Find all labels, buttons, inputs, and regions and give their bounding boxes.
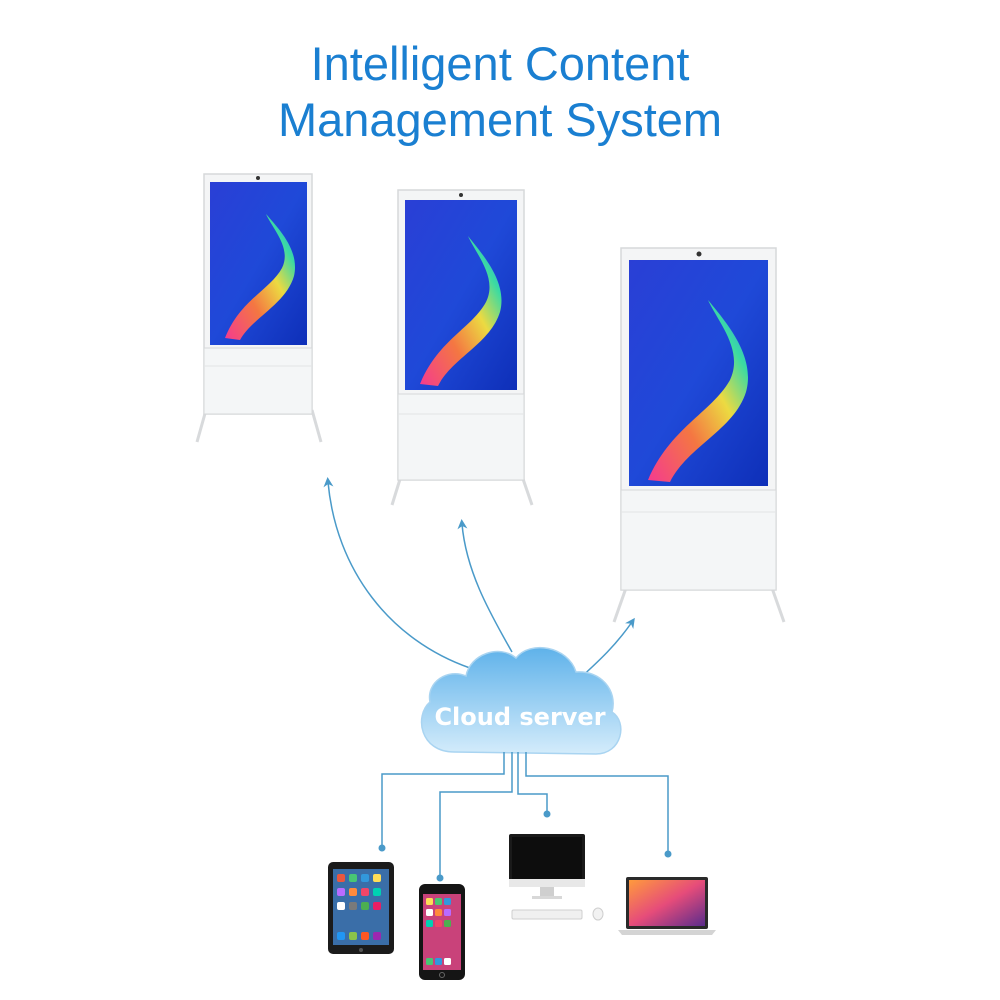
tablet <box>328 862 394 954</box>
digital-signage-kiosk-right <box>612 247 786 623</box>
laptop <box>618 877 716 935</box>
kiosk-icon <box>612 247 786 623</box>
connector-desktop <box>517 752 548 812</box>
smartphone-icon <box>419 884 465 980</box>
cloud-server-label: Cloud server <box>434 703 605 731</box>
digital-signage-kiosk-middle <box>390 189 534 506</box>
smartphone <box>419 884 465 980</box>
kiosk-icon <box>195 173 323 443</box>
desktop-computer <box>509 834 604 921</box>
desktop-computer-icon <box>509 834 604 921</box>
tablet-icon <box>328 862 394 954</box>
cloud-to-kiosk-connectors <box>323 477 635 681</box>
kiosk-icon <box>390 189 534 506</box>
connector-tablet <box>381 752 505 846</box>
connector-arrow-left <box>323 477 471 669</box>
cloud-to-device-connectors <box>378 752 672 882</box>
cloud-server: Cloud server <box>420 646 622 755</box>
connector-smartphone <box>439 752 513 876</box>
title-line-2: Management System <box>277 93 723 146</box>
laptop-icon <box>618 877 716 935</box>
page-title: Intelligent Content Management System <box>0 36 1000 148</box>
connector-arrow-right <box>577 617 635 681</box>
connector-arrow-middle <box>457 519 513 653</box>
connector-laptop <box>525 752 669 852</box>
digital-signage-kiosk-left <box>195 173 323 443</box>
cloud-icon <box>420 646 622 755</box>
title-line-1: Intelligent Content <box>310 37 690 90</box>
